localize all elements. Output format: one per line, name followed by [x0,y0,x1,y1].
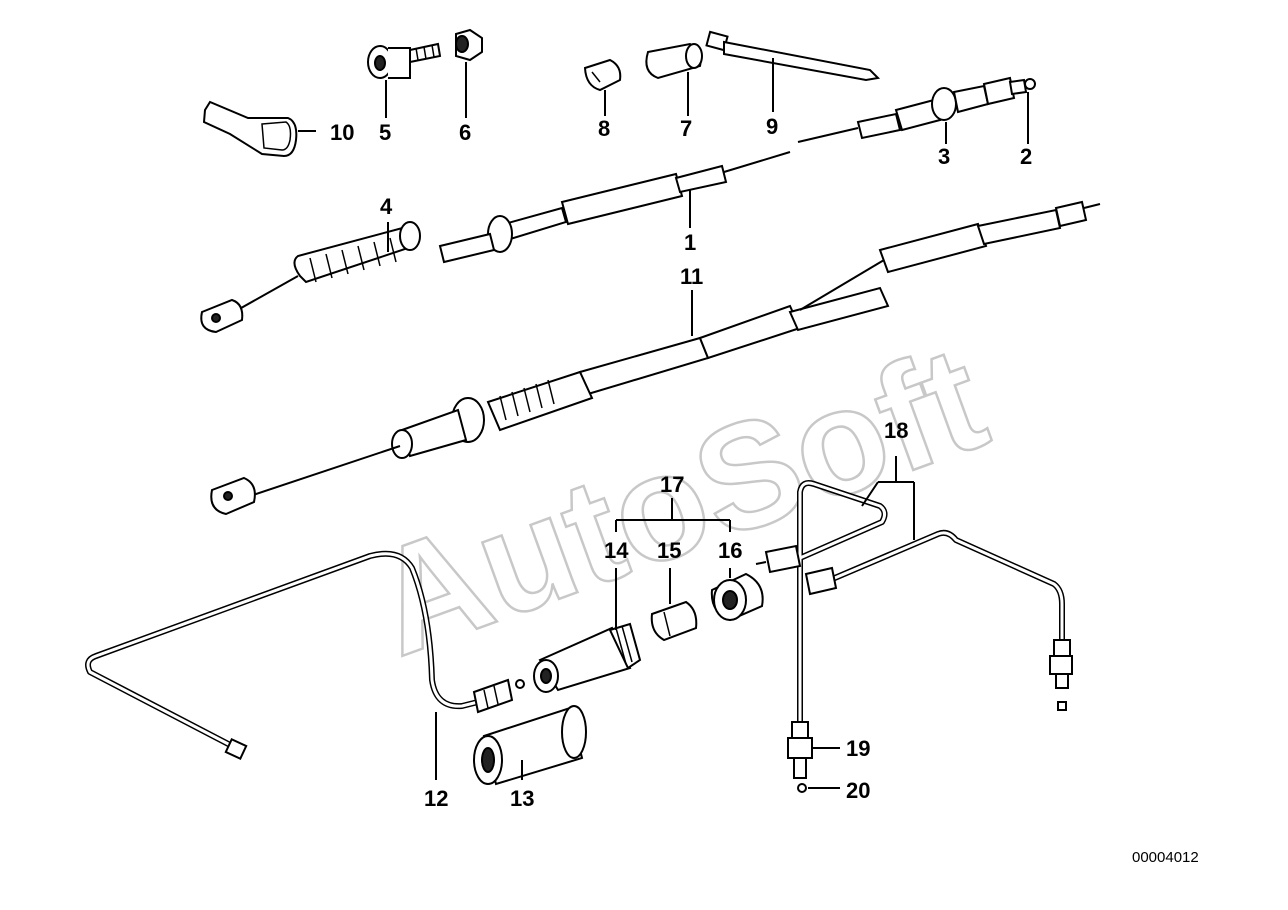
part-11-cable [210,200,1101,516]
part-4-spring [200,221,421,334]
part-9-cable-tie [705,30,881,112]
callout-12: 12 [424,786,448,811]
callout-18: 18 [884,418,908,443]
callout-1: 1 [684,230,696,255]
part-3-adjuster [797,84,990,144]
callout-20: 20 [846,778,870,803]
callout-9: 9 [766,114,778,139]
part-20-seal [797,783,840,793]
callout-8: 8 [598,116,610,141]
catalog-number: 00004012 [1132,849,1199,866]
part-18-lines [755,456,1073,739]
callout-3: 3 [938,144,950,169]
part-6-nut [455,28,483,118]
part-12-tube [85,550,525,780]
callout-7: 7 [680,116,692,141]
callout-4: 4 [380,194,393,219]
part-19-fitting [787,737,840,779]
part-15-bushing [650,568,698,642]
callout-5: 5 [379,120,391,145]
part-8-bushing [583,58,622,116]
part-7-sleeve [645,42,703,116]
part-1-clutch-cable [438,151,791,264]
part-16-grommet [710,568,764,622]
part-17-group-bracket [615,498,731,532]
callout-6: 6 [459,120,471,145]
part-13-rubber-sleeve [473,705,587,786]
callout-16: 16 [718,538,742,563]
callout-11: 11 [680,264,703,289]
callout-2: 2 [1020,144,1032,169]
part-5-bolt [367,42,442,118]
part-10-rubber-boot [202,100,316,158]
callout-10: 10 [330,120,354,145]
part-2-adjuster-nut [982,76,1036,144]
callout-19: 19 [846,736,870,761]
callout-14: 14 [604,538,629,563]
part-14-boot [533,568,642,693]
callout-17: 17 [660,472,684,497]
callout-labels: 10 5 6 8 7 9 3 2 4 1 11 18 17 14 15 16 1… [330,114,1032,811]
callout-15: 15 [657,538,681,563]
callout-13: 13 [510,786,534,811]
